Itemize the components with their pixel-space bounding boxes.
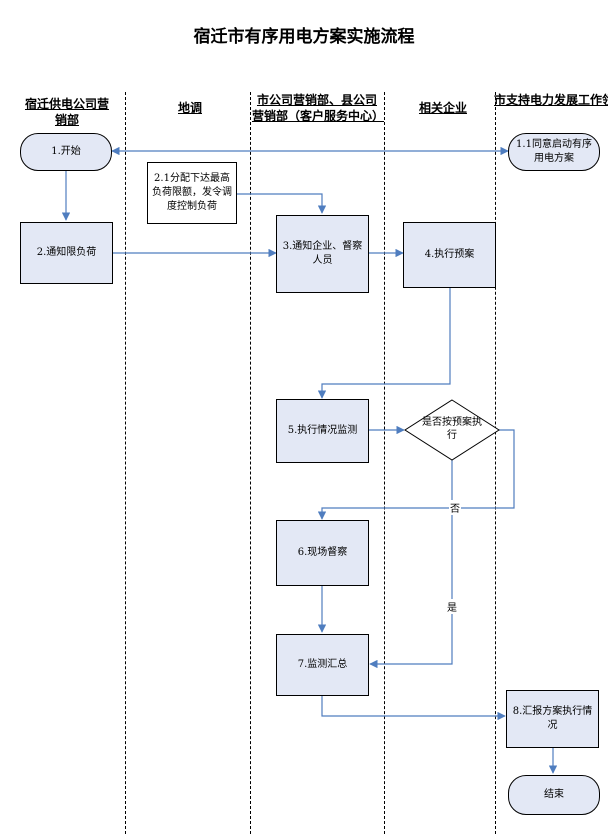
edge-allocate-to-notify-enterprise [237,193,327,214]
decision-label: 是否按预案执行 [422,417,482,441]
approve-plan-node: 1.1同意启动有序用电方案 [508,133,600,171]
report-execution-node: 8.汇报方案执行情况 [506,690,599,748]
edge-summary-to-report [321,696,506,721]
lane-header-city-marketing: 市公司营销部、县公司营销部（客户服务中心） [252,93,385,123]
monitor-execution-node: 5.执行情况监测 [276,399,369,463]
notify-limit-node: 2.通知限负荷 [20,222,113,284]
lane-divider-3 [384,92,385,834]
start-node: 1.开始 [20,133,112,171]
lane-header-dispatch: 地调 [177,101,202,115]
lane-header-suqian-power: 宿迁供电公司营销部 [24,97,109,127]
monitoring-summary-node: 7.监测汇总 [276,634,369,696]
decision-diamond-shape [404,399,500,461]
edge-label-no: 否 [449,500,461,515]
notify-enterprise-node: 3.通知企业、督察人员 [276,215,369,293]
edge-decision-no-to-inspection [317,429,515,520]
onsite-inspection-node: 6.现场督察 [276,520,369,586]
lane-header-city-office: 市支持电力发展工作领导小组办公室 [494,93,608,107]
edge-label-yes: 是 [446,599,458,614]
execute-plan-node: 4.执行预案 [403,222,496,288]
allocate-load-limit-node: 2.1分配下达最高负荷限额，发令调度控制负荷 [147,162,237,224]
lane-divider-2 [250,92,251,834]
lane-divider-1 [125,92,126,834]
end-node: 结束 [508,775,600,815]
lane-divider-4 [495,92,496,834]
page-title: 宿迁市有序用电方案实施流程 [193,27,415,47]
edge-execute-to-monitor [317,288,451,399]
lane-header-enterprise: 相关企业 [418,101,467,115]
edge-decision-yes-to-summary [369,460,453,669]
